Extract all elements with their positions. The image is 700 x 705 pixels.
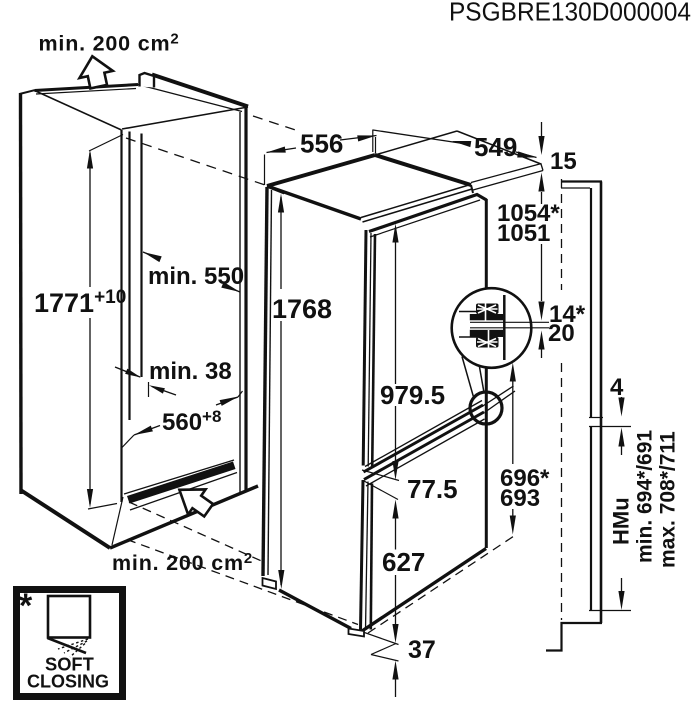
svg-text:HMu: HMu (609, 497, 634, 545)
svg-text:1768: 1768 (272, 294, 332, 324)
svg-text:627: 627 (382, 547, 425, 577)
svg-text:556: 556 (300, 129, 343, 159)
svg-text:min. 200 cm2: min. 200 cm2 (39, 31, 180, 56)
svg-text:PSGBRE130D000004: PSGBRE130D000004 (449, 0, 691, 27)
svg-text:*: * (19, 587, 33, 625)
svg-text:20: 20 (548, 320, 575, 347)
svg-text:37: 37 (408, 636, 436, 664)
svg-text:1054*: 1054* (497, 200, 560, 227)
svg-text:696*: 696* (500, 465, 550, 492)
svg-text:549: 549 (474, 132, 517, 162)
svg-text:min. 38: min. 38 (149, 358, 232, 385)
svg-text:693: 693 (500, 485, 540, 512)
svg-text:min. 694*/691: min. 694*/691 (634, 430, 657, 563)
svg-text:979.5: 979.5 (380, 380, 445, 410)
svg-text:4: 4 (610, 374, 624, 401)
svg-text:max. 708*/711: max. 708*/711 (657, 431, 680, 568)
svg-text:15: 15 (550, 148, 577, 175)
svg-text:min. 200 cm2: min. 200 cm2 (112, 550, 253, 575)
svg-text:77.5: 77.5 (407, 474, 458, 504)
svg-text:min. 550: min. 550 (148, 263, 244, 290)
svg-text:14*: 14* (549, 301, 586, 328)
svg-text:SOFT: SOFT (45, 654, 94, 675)
svg-text:1051: 1051 (497, 220, 550, 247)
svg-text:CLOSING: CLOSING (27, 672, 109, 692)
